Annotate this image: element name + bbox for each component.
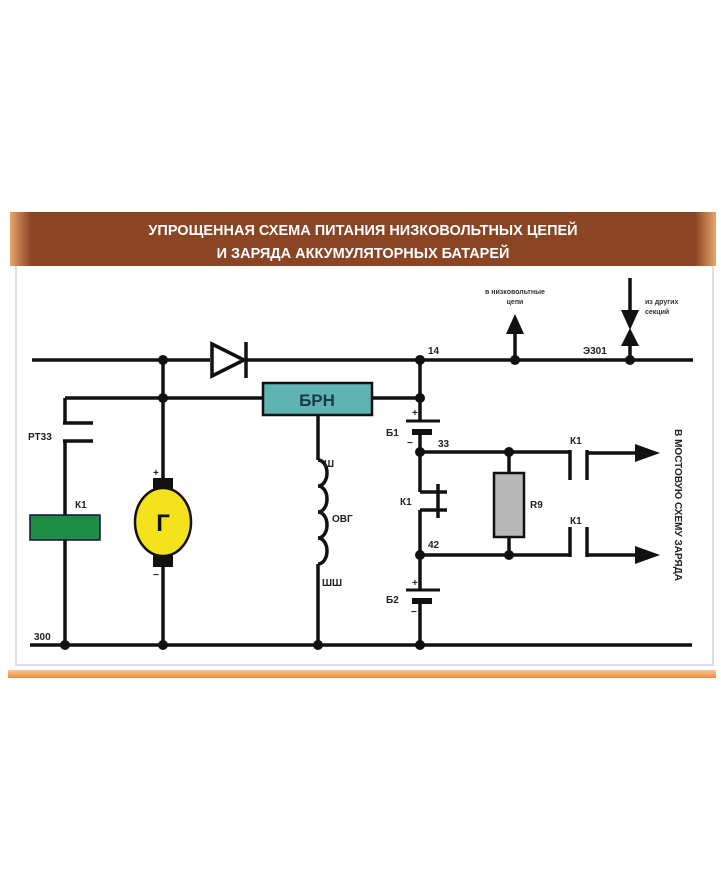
to-bridge-label: В МОСТОВУЮ СХЕМУ ЗАРЯДА <box>672 429 683 581</box>
generator-plus: + <box>153 468 159 479</box>
generator-label: Г <box>156 510 170 537</box>
junction-dots <box>60 355 635 650</box>
other-sections-label-2: секций <box>645 308 669 316</box>
ovg-label: ОВГ <box>332 514 353 525</box>
arrow-down-icon <box>621 310 639 330</box>
low-voltage-label-1: в низковольтные <box>485 289 545 296</box>
b2-label: Б2 <box>386 595 399 606</box>
ovg-field-coil <box>316 415 329 645</box>
title-line-1: УПРОЩЕННАЯ СХЕМА ПИТАНИЯ НИЗКОВОЛЬТНЫХ Ц… <box>148 221 577 239</box>
bottom-accent-line <box>8 670 716 678</box>
node-33-label: 33 <box>438 439 450 450</box>
title-line-2: И ЗАРЯДА АККУМУЛЯТОРНЫХ БАТАРЕЙ <box>217 244 510 262</box>
diagram-panel <box>15 261 714 666</box>
r9-label: R9 <box>530 500 543 511</box>
title-banner <box>10 212 716 266</box>
b1-label: Б1 <box>386 428 399 439</box>
arrow-right-icon <box>635 546 660 564</box>
low-voltage-label-2: цепи <box>507 299 524 306</box>
generator-icon <box>133 486 193 558</box>
k1-nc-label: К1 <box>400 497 412 508</box>
arrow-up-icon <box>621 328 639 346</box>
other-sections-label-1: из других <box>645 299 678 306</box>
k1-bottom-label: К1 <box>570 516 582 527</box>
node-14-label: 14 <box>428 346 440 357</box>
b1-minus: − <box>407 438 413 449</box>
b2-plus: + <box>412 578 418 589</box>
sh-label: Ш <box>324 459 334 470</box>
k1-top-label: К1 <box>570 436 582 447</box>
b2-minus: − <box>411 607 417 618</box>
diode-icon <box>210 341 248 379</box>
k1-contact-bottom <box>568 527 660 564</box>
node-300-label: 300 <box>34 632 51 643</box>
k1-coil-label: К1 <box>75 500 87 511</box>
b1-plus: + <box>412 408 418 419</box>
e301-label: Э301 <box>583 346 607 357</box>
generator-minus: − <box>153 570 159 581</box>
brn-label: БРН <box>299 391 335 410</box>
k1-coil <box>29 514 101 541</box>
shsh-label: ШШ <box>322 578 342 589</box>
k1-contact-top <box>568 444 660 480</box>
rt33-label: РТ33 <box>28 432 52 443</box>
resistor-r9 <box>492 471 526 539</box>
top-bus <box>32 341 693 379</box>
node-42-label: 42 <box>428 540 440 551</box>
arrow-up-icon <box>506 314 524 334</box>
arrow-right-icon <box>635 444 660 462</box>
